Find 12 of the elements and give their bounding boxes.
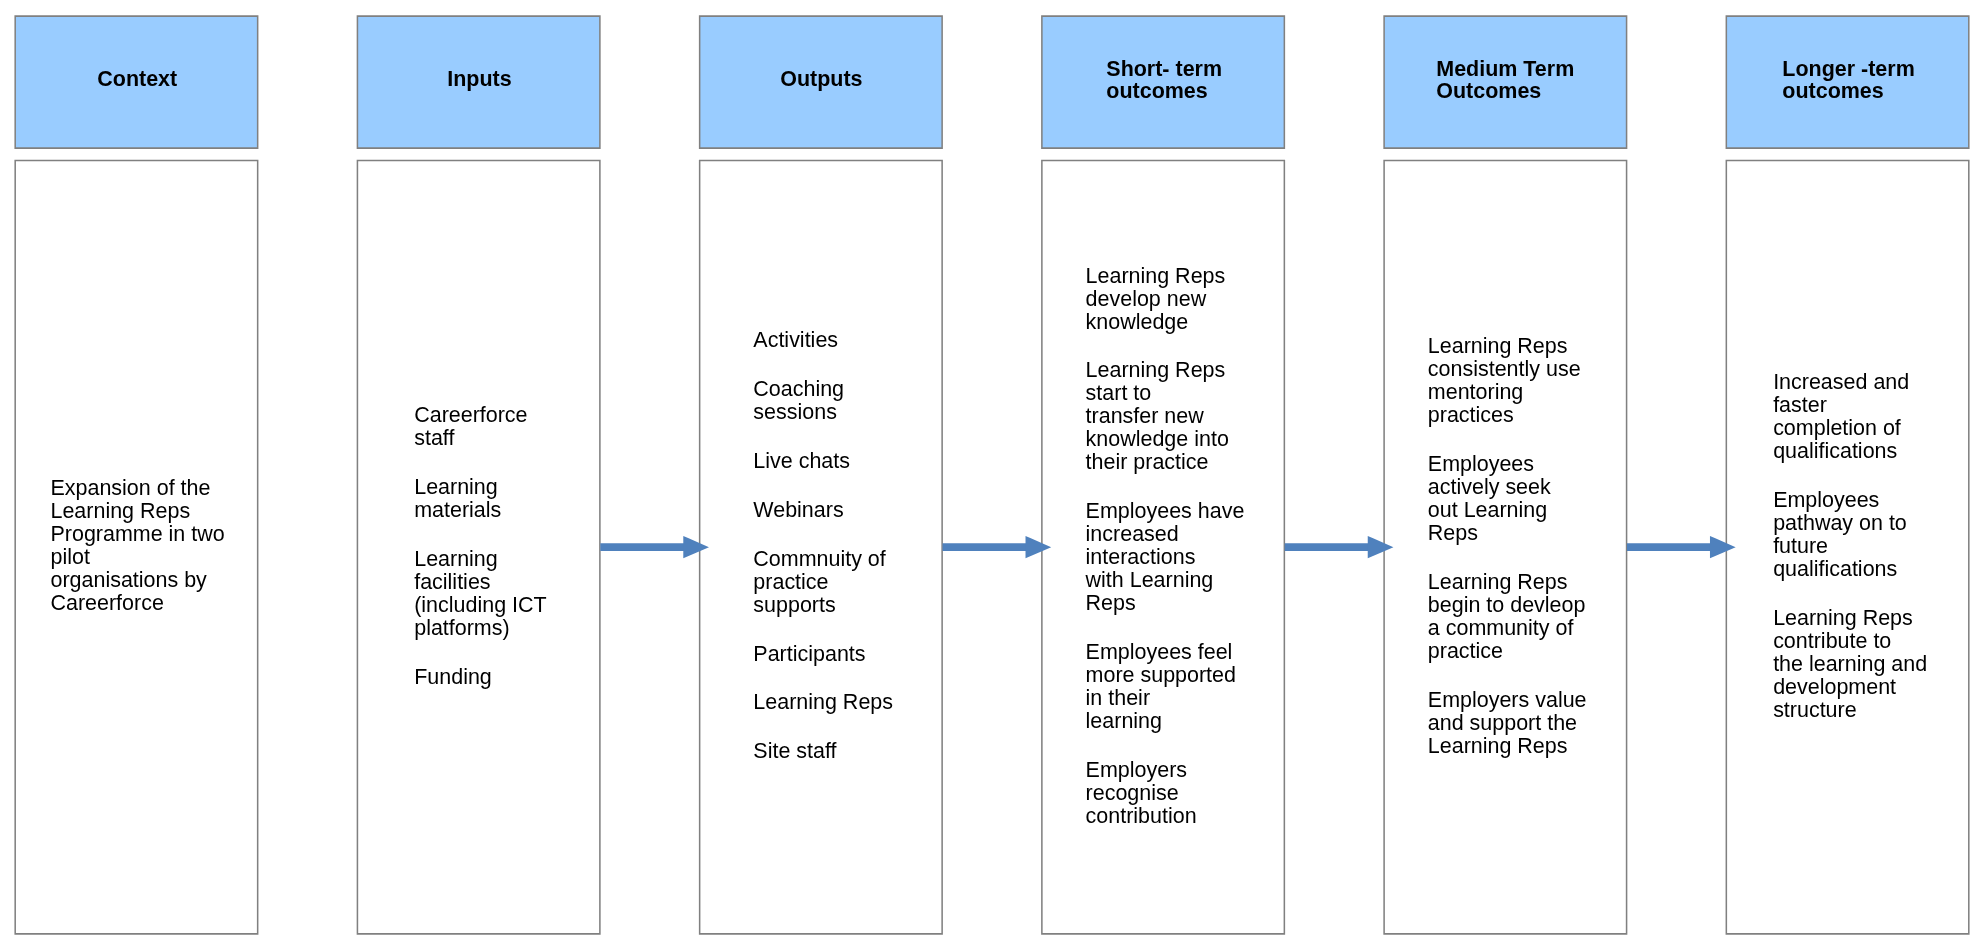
node-box: Inputs — [356, 15, 601, 149]
node-box: Increased and faster completion of qualifications Employees pathway on to future qualifications Learning Reps contribute to the learning and development structure — [1725, 159, 1970, 935]
node-box: Short- term outcomes — [1041, 15, 1286, 149]
node-box: Activities Coaching sessions Live chats Webinars Commnuity of practice supports Participants Learning Reps Site staff — [698, 159, 943, 935]
node-box: Context — [14, 15, 259, 149]
node-box: Outputs — [698, 15, 943, 149]
node-box: Medium Term Outcomes — [1383, 15, 1628, 149]
node-box: Longer -term outcomes — [1725, 15, 1970, 149]
node-box: Expansion of the Learning Reps Programme in two pilot organisations by Careerforce — [14, 159, 259, 935]
node-box: Careerforce staff Learning materials Learning facilities (including ICT platforms) Funding — [356, 159, 601, 935]
node-box: Learning Reps develop new knowledge Learning Reps start to transfer new knowledge into their practice Employees have increased interactions with Learning Reps Employees feel more supported in their learning Employers recognise contribution — [1041, 159, 1286, 935]
node-box: Learning Reps consistently use mentoring practices Employees actively seek out Learning Reps Learning Reps begin to devleop a community of practice Employers value and support the Learning Reps — [1383, 159, 1628, 935]
